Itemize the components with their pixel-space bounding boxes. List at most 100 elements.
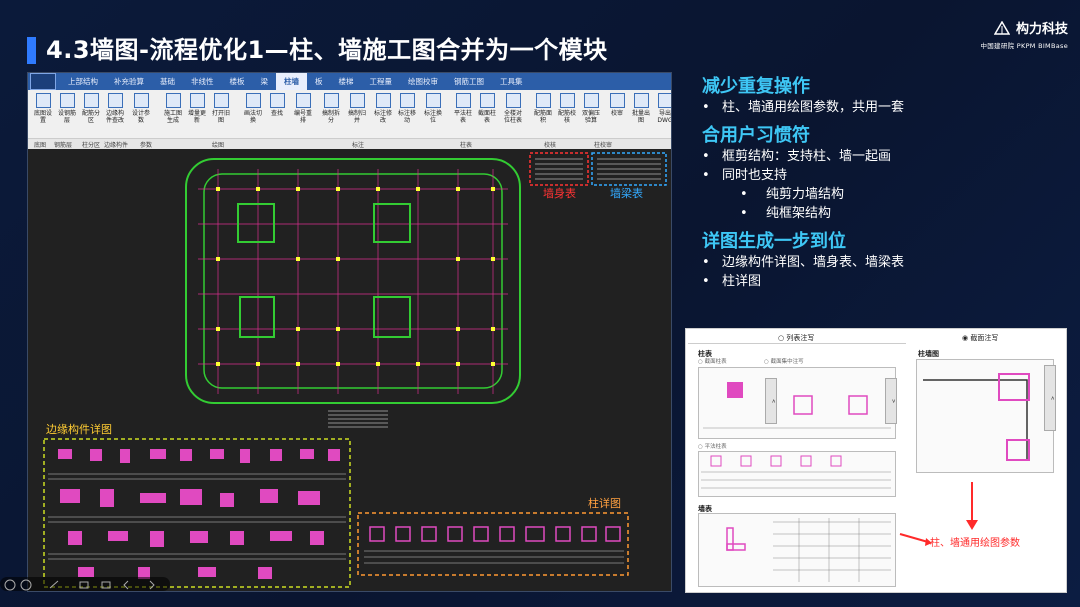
ribbon-button-icon bbox=[133, 93, 149, 108]
ribbon-group-label: 底图 bbox=[34, 142, 47, 149]
option-mixed-annotation[interactable]: ○ 截面集中注写 bbox=[764, 359, 804, 365]
ribbon-button[interactable]: 标注修改 bbox=[372, 93, 394, 124]
wall-figure-side-button[interactable]: < bbox=[1044, 365, 1056, 431]
ribbon-button[interactable]: 双偏压验算 bbox=[580, 93, 602, 124]
ribbon-button[interactable]: 导出DWG bbox=[654, 93, 672, 124]
bullet-dot: • bbox=[702, 100, 710, 115]
ribbon-button[interactable]: 配筋校核 bbox=[556, 93, 578, 124]
flat-column-table-preview bbox=[698, 451, 896, 497]
bullet-item: •边缘构件详图、墙身表、墙梁表 bbox=[702, 251, 904, 270]
ribbon-button-label: 配筋面积 bbox=[533, 110, 552, 124]
ribbon-button-label: 搞制归并 bbox=[347, 110, 366, 124]
ribbon-button-icon bbox=[505, 93, 521, 108]
app-icon[interactable] bbox=[30, 73, 56, 90]
ribbon-group-label: 柱校审 bbox=[594, 142, 613, 149]
ribbon-button[interactable]: 全楼对位柱表 bbox=[502, 93, 524, 124]
presentation-controls-icons bbox=[4, 579, 155, 591]
ribbon-button[interactable]: 施工图生成 bbox=[162, 93, 184, 124]
ribbon-button-icon bbox=[375, 93, 391, 108]
menu-item[interactable]: 非线性 bbox=[191, 77, 214, 86]
pointer-arrow-down bbox=[966, 482, 978, 530]
ribbon-button[interactable]: 搞制归并 bbox=[346, 93, 368, 124]
ribbon-button-icon bbox=[633, 93, 649, 108]
ribbon-button[interactable]: 编号重排 bbox=[292, 93, 314, 124]
ribbon-button[interactable]: 边缘构件查改 bbox=[104, 93, 126, 124]
column-markers bbox=[216, 187, 495, 366]
ribbon-button-label: 施工图生成 bbox=[163, 110, 182, 124]
ribbon-button[interactable]: 打开旧图 bbox=[210, 93, 232, 124]
ribbon-button[interactable]: 画法切换 bbox=[242, 93, 264, 124]
ribbon-button[interactable]: 平法柱表 bbox=[452, 93, 474, 124]
ribbon-button-label: 校审 bbox=[610, 110, 623, 117]
ribbon-button[interactable]: 校审 bbox=[606, 93, 628, 117]
menu-item[interactable]: 板 bbox=[315, 77, 323, 86]
menu-item[interactable]: 梁 bbox=[260, 77, 269, 86]
ribbon-button-icon bbox=[583, 93, 599, 108]
ribbon-group-label: 边缘构件 bbox=[104, 142, 129, 149]
ribbon-button-label: 查找 bbox=[270, 110, 283, 117]
ribbon-button[interactable]: 配筋面积 bbox=[532, 93, 554, 124]
ribbon-button-label: 底图设置 bbox=[33, 110, 52, 124]
ribbon-button[interactable]: 设钢筋层 bbox=[56, 93, 78, 124]
ribbon-button[interactable]: 配筋分区 bbox=[80, 93, 102, 124]
ribbon-button[interactable]: 截面柱表 bbox=[476, 93, 498, 124]
presentation-controls[interactable] bbox=[0, 577, 170, 591]
shared-parameters-note: 柱、墙通用绘图参数 bbox=[930, 538, 1020, 549]
ribbon-button[interactable]: 设计参数 bbox=[130, 93, 152, 124]
option-section-column-table[interactable]: ○ 截面柱表 bbox=[698, 359, 727, 365]
menu-item[interactable]: 柱墙 bbox=[276, 73, 307, 90]
menu-item[interactable]: 楼板 bbox=[229, 77, 245, 86]
ribbon-button[interactable]: 搞制拆分 bbox=[320, 93, 342, 124]
edge-member-table-lines bbox=[48, 473, 346, 560]
ribbon-button-icon bbox=[559, 93, 575, 108]
ribbon-button-label: 配筋校核 bbox=[557, 110, 576, 124]
bullet-dot: • bbox=[702, 168, 710, 183]
ribbon-group-label: 参数 bbox=[140, 142, 153, 149]
wall-beam-table-lines bbox=[597, 158, 661, 180]
panel-divider bbox=[688, 343, 906, 344]
ribbon-button[interactable]: 批量出图 bbox=[630, 93, 652, 124]
section-heading: 减少重复操作 bbox=[702, 76, 810, 97]
app-window: 上部结构补充验算基础非线性楼板梁柱墙板楼梯工程量绘图校审钢筋工图工具集 底图设置… bbox=[27, 72, 672, 592]
menu-item[interactable]: 上部结构 bbox=[68, 77, 98, 86]
menu-item[interactable]: 绘图校审 bbox=[408, 77, 438, 86]
radio-list-annotation[interactable]: ○ 列表注写 bbox=[778, 334, 815, 342]
column-table-expand-button[interactable]: < bbox=[765, 378, 777, 424]
menu-item[interactable]: 楼梯 bbox=[338, 77, 354, 86]
ribbon-group-label: 绘图 bbox=[212, 142, 225, 149]
menu-item[interactable]: 工具集 bbox=[500, 77, 523, 86]
logo-subtitle: 中国建研院 PKPM BIMBase bbox=[980, 42, 1068, 50]
drawing-canvas[interactable]: 墙身表 墙梁表 边缘构件详图 柱详图 bbox=[28, 149, 671, 591]
ribbon-button[interactable]: 标注移动 bbox=[396, 93, 418, 124]
menu-item[interactable]: 工程量 bbox=[369, 77, 393, 86]
ribbon-button[interactable]: 增量更新 bbox=[186, 93, 208, 124]
ribbon-button-icon bbox=[349, 93, 365, 108]
ribbon-button-icon bbox=[425, 93, 441, 108]
ribbon-button-label: 编号重排 bbox=[293, 110, 312, 124]
wall-table-heading: 墙表 bbox=[698, 505, 712, 513]
ribbon-button-icon bbox=[83, 93, 99, 108]
bullet-dot: • bbox=[702, 274, 710, 289]
menu-item[interactable]: 基础 bbox=[160, 77, 175, 86]
option-flat-column-table[interactable]: ○ 平法柱表 bbox=[698, 444, 727, 450]
ribbon-button-icon bbox=[269, 93, 285, 108]
ribbon-button-icon bbox=[189, 93, 205, 108]
bullet-item: •同时也支持 bbox=[702, 164, 787, 183]
menu-item[interactable]: 钢筋工图 bbox=[454, 77, 484, 86]
menu-item[interactable]: 补充验算 bbox=[114, 77, 144, 86]
ribbon-button-label: 导出DWG bbox=[657, 110, 672, 124]
column-detail-frame bbox=[357, 512, 629, 576]
ribbon-button[interactable]: 标注换位 bbox=[422, 93, 444, 124]
column-table-collapse-button[interactable]: > bbox=[885, 378, 897, 424]
sub-bullet-item: •纯框架结构 bbox=[740, 202, 831, 221]
sub-bullet-item: •纯剪力墙结构 bbox=[740, 183, 844, 202]
ribbon-button[interactable]: 底图设置 bbox=[32, 93, 54, 124]
cad-drawing bbox=[43, 152, 667, 588]
radio-section-annotation[interactable]: ◉ 截面注写 bbox=[962, 334, 999, 342]
ribbon-group-label: 校核 bbox=[544, 142, 557, 149]
ribbon-button[interactable]: 查找 bbox=[266, 93, 288, 117]
edge-member-drawings bbox=[58, 449, 340, 579]
ribbon-button-icon bbox=[107, 93, 123, 108]
bullet-text: 边缘构件详图、墙身表、墙梁表 bbox=[722, 255, 905, 270]
ribbon-button-label: 画法切换 bbox=[243, 110, 262, 124]
